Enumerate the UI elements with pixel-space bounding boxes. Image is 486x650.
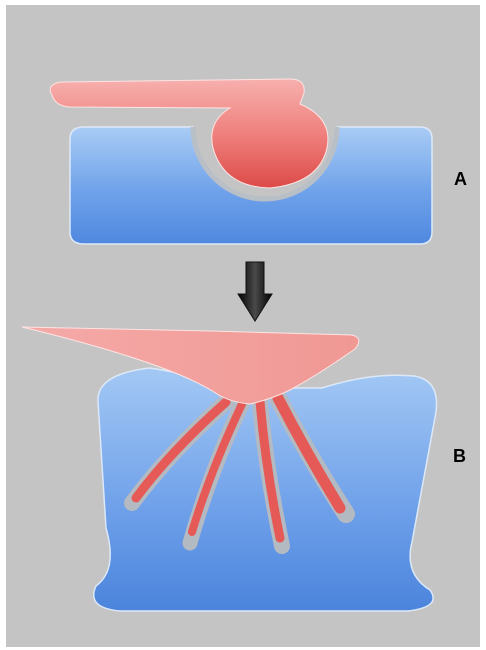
- label-a: A: [454, 169, 467, 189]
- label-b: B: [453, 446, 466, 466]
